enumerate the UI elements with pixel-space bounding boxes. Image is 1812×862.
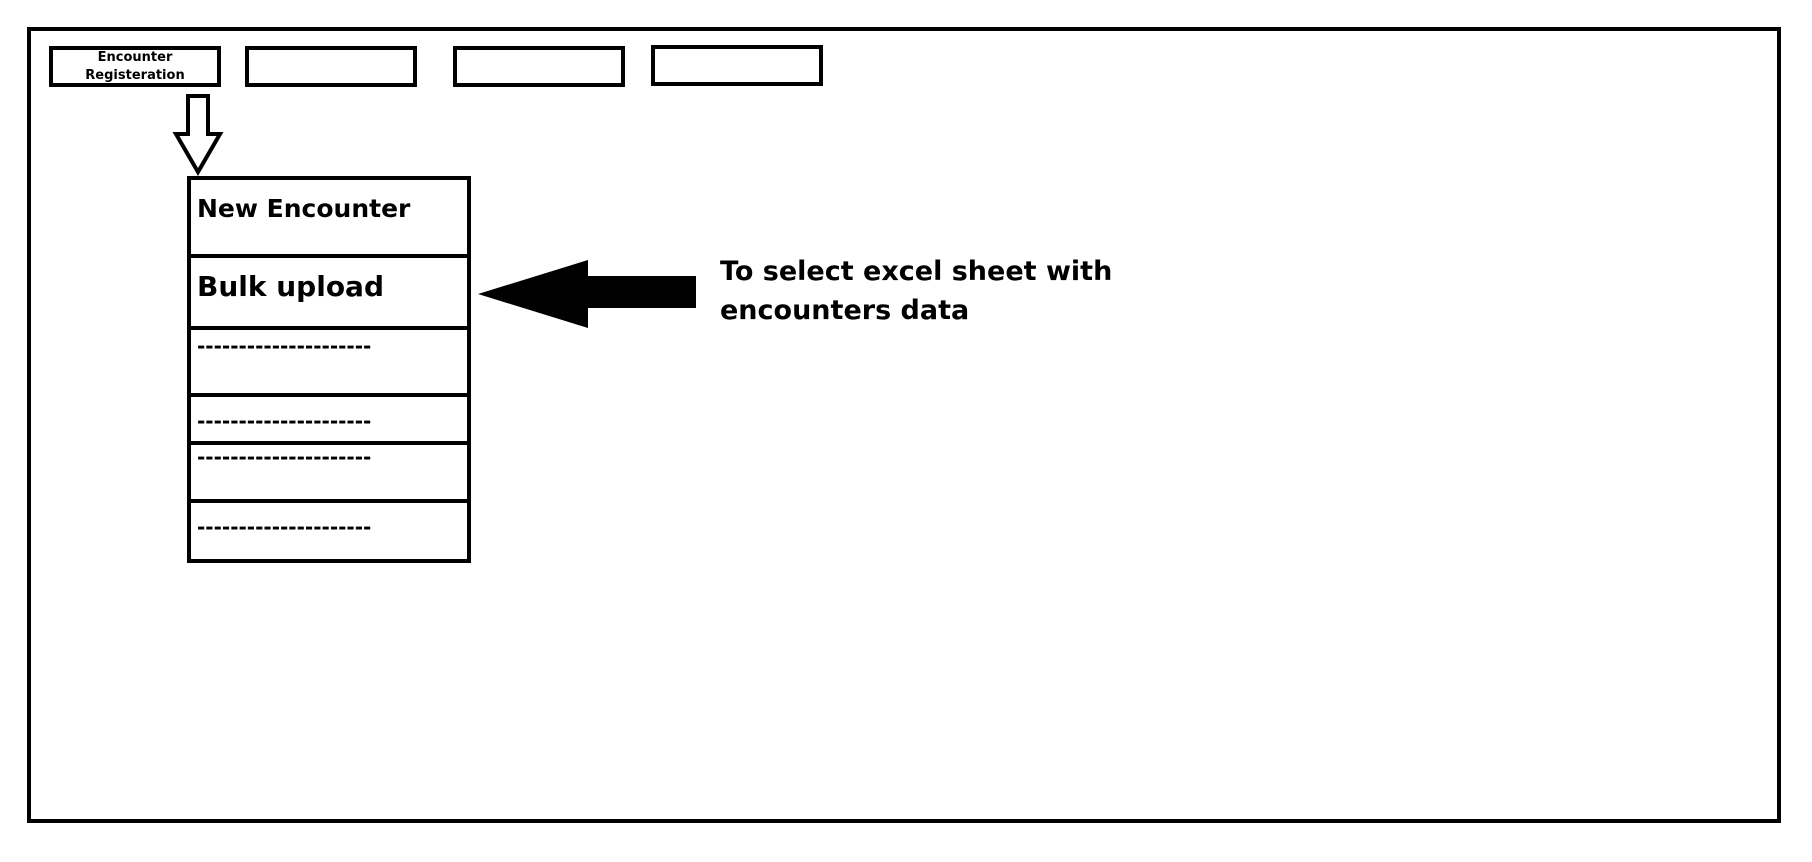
menu-item-new-encounter-label: New Encounter — [197, 194, 411, 223]
menu-item-placeholder-4[interactable]: --------------------- — [191, 503, 467, 559]
menu-divider — [191, 499, 467, 503]
annotation-line-2: encounters data — [720, 295, 970, 326]
menu-item-placeholder-1-label: --------------------- — [197, 334, 372, 358]
tab-3[interactable] — [453, 46, 625, 87]
down-arrow-icon — [172, 94, 224, 176]
menu-item-placeholder-3[interactable]: --------------------- — [191, 445, 467, 499]
bulk-upload-annotation: To select excel sheet with encounters da… — [720, 252, 1160, 330]
wireframe-frame — [27, 27, 1781, 823]
menu-item-bulk-upload[interactable]: Bulk upload — [191, 258, 467, 326]
menu-divider — [191, 254, 467, 258]
menu-item-placeholder-1[interactable]: --------------------- — [191, 330, 467, 393]
tab-encounter-registration[interactable]: Encounter Registeration — [49, 46, 221, 87]
menu-item-bulk-upload-label: Bulk upload — [197, 270, 384, 303]
tab-4[interactable] — [651, 45, 823, 86]
tab-encounter-registration-label: Encounter Registeration — [85, 50, 185, 83]
menu-divider — [191, 326, 467, 330]
menu-item-placeholder-3-label: --------------------- — [197, 445, 372, 469]
menu-divider — [191, 393, 467, 397]
menu-item-placeholder-2-label: --------------------- — [197, 409, 372, 433]
encounter-dropdown-menu: New Encounter Bulk upload --------------… — [187, 176, 471, 563]
menu-divider — [191, 441, 467, 445]
left-arrow-icon — [478, 260, 696, 328]
tab-2[interactable] — [245, 46, 417, 87]
menu-item-placeholder-4-label: --------------------- — [197, 515, 372, 539]
menu-item-new-encounter[interactable]: New Encounter — [191, 180, 467, 254]
annotation-line-1: To select excel sheet with — [720, 256, 1113, 287]
menu-item-placeholder-2[interactable]: --------------------- — [191, 397, 467, 441]
